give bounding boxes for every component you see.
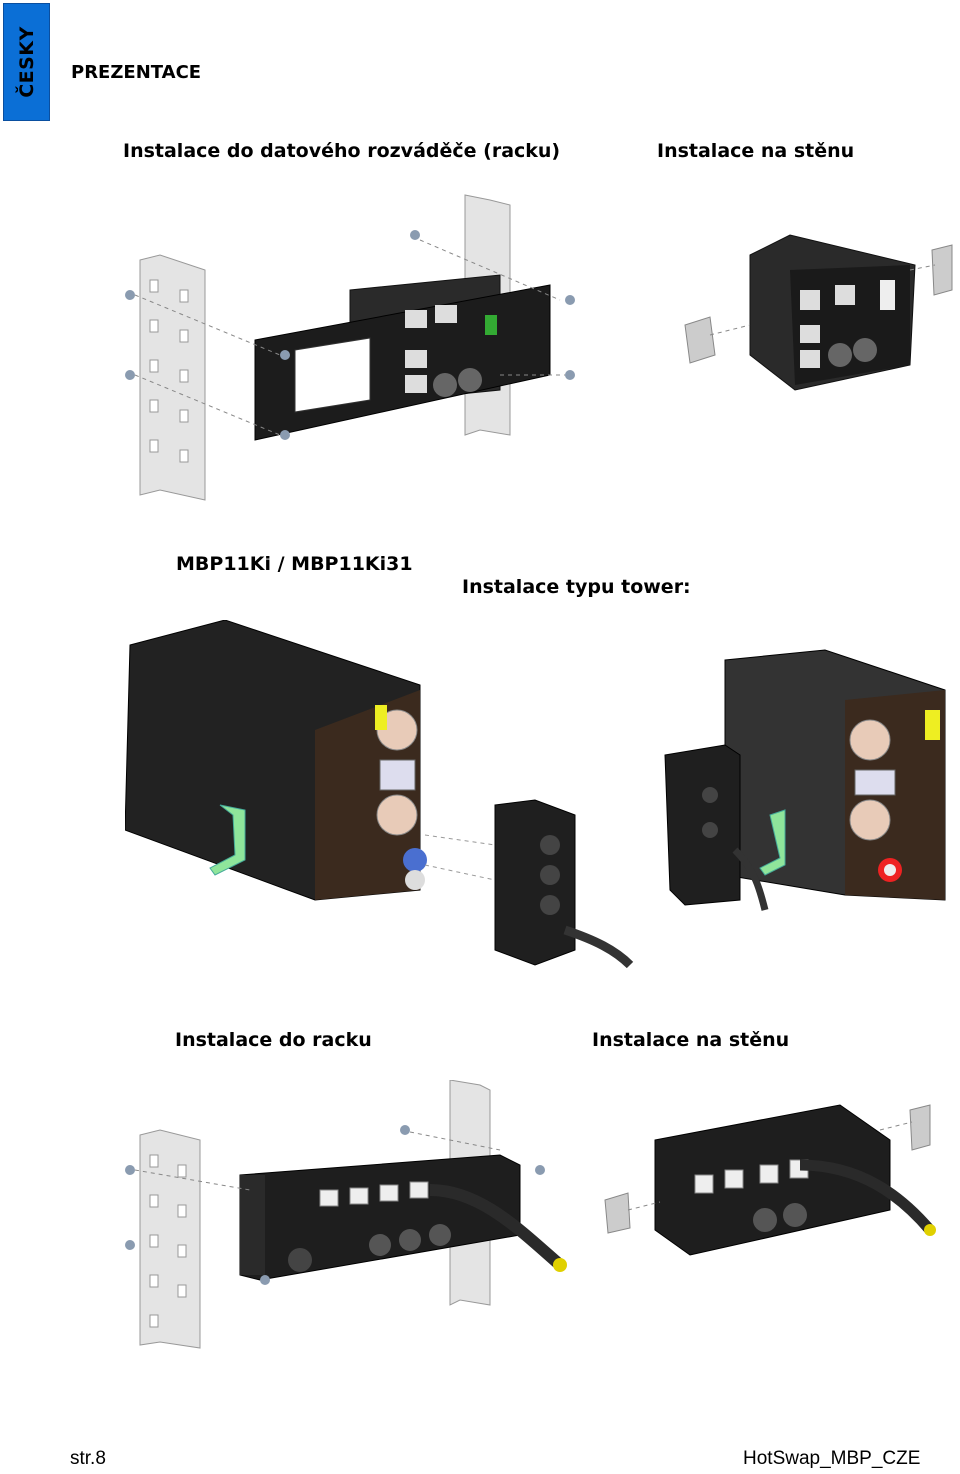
caption-rack-install-2: Instalace do racku	[175, 1029, 372, 1051]
caption-model: MBP11Ki / MBP11Ki31	[176, 553, 413, 575]
wall-install-illustration	[684, 234, 953, 391]
page-number: str.8	[70, 1448, 106, 1469]
caption-wall-install: Instalace na stěnu	[657, 140, 855, 162]
rack-install-illustration-2	[125, 1080, 567, 1349]
document-id: HotSwap_MBP_CZE	[743, 1448, 921, 1469]
rack-install-illustration	[125, 194, 575, 501]
caption-wall-install-2: Instalace na stěnu	[592, 1029, 790, 1051]
language-tab: ČESKY	[3, 3, 50, 121]
language-tab-label: ČESKY	[15, 26, 38, 98]
caption-rack-install: Instalace do datového rozváděče (racku)	[123, 140, 561, 162]
caption-tower-install: Instalace typu tower:	[462, 576, 691, 598]
tower-install-illustration	[125, 620, 946, 969]
wall-install-illustration-2	[604, 1104, 936, 1256]
page-title: PREZENTACE	[71, 62, 202, 83]
